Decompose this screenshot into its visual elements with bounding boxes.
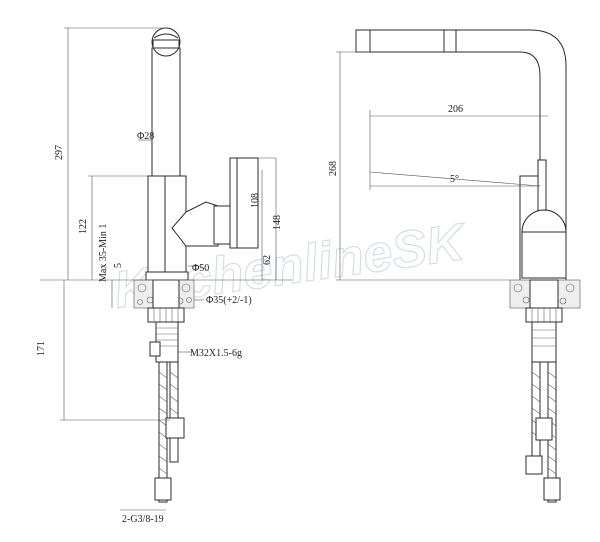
left-side-view: 297 Φ28 122 Max 35-Min 1 5 Φ50 108 148 6… xyxy=(36,27,292,525)
left-shank-in-deck xyxy=(152,279,180,309)
dim-angle-label: 5° xyxy=(450,174,459,185)
left-lever-joint xyxy=(171,201,219,247)
dim-phi50-label: Φ50 xyxy=(192,263,209,274)
left-lever-handle xyxy=(229,157,259,249)
right-threaded-shank xyxy=(531,321,557,363)
dim-62-label: 62 xyxy=(262,255,273,265)
right-hose-braid xyxy=(531,371,557,475)
left-spout-cap xyxy=(151,27,181,57)
right-hose-end-b xyxy=(543,477,561,501)
dim-phi35-label: Φ35(+2/-1) xyxy=(206,295,252,306)
right-valve-fitting xyxy=(535,417,553,441)
right-side-view: 206 268 5° xyxy=(328,29,581,503)
dim-hose-thread-label: 2-G3/8-19 xyxy=(122,514,164,525)
dim-171-label: 171 xyxy=(36,341,47,356)
dim-206-label: 206 xyxy=(448,104,463,115)
dim-108-label: 108 xyxy=(250,193,261,208)
dim-268-label: 268 xyxy=(328,161,339,176)
dim-phi28-label: Φ28 xyxy=(137,131,154,142)
left-valve-fitting xyxy=(165,417,185,439)
dim-thread-label: M32X1.5-6g xyxy=(190,348,242,359)
dim-148-label: 148 xyxy=(272,215,283,230)
left-hose-b xyxy=(169,361,179,463)
left-cap-band xyxy=(152,39,180,49)
left-base-ring xyxy=(145,271,189,281)
right-deck-pattern xyxy=(513,283,575,305)
right-body xyxy=(521,231,567,279)
dim-deck-label: Max 35-Min 1 xyxy=(98,224,109,282)
right-shank-in-deck xyxy=(529,279,559,309)
right-hose-end-a xyxy=(525,455,543,475)
left-hose-braid xyxy=(158,371,179,475)
left-side-fitting xyxy=(149,341,161,357)
dim-angle-line xyxy=(369,171,541,187)
left-cap-line xyxy=(153,33,179,39)
dim-297-label: 297 xyxy=(54,145,65,160)
left-hose-end xyxy=(154,477,172,501)
dim-5-label: 5 xyxy=(113,263,124,268)
left-spout-pipe xyxy=(151,47,181,177)
dim-122-label: 122 xyxy=(78,219,89,234)
right-spout-head xyxy=(355,29,371,53)
